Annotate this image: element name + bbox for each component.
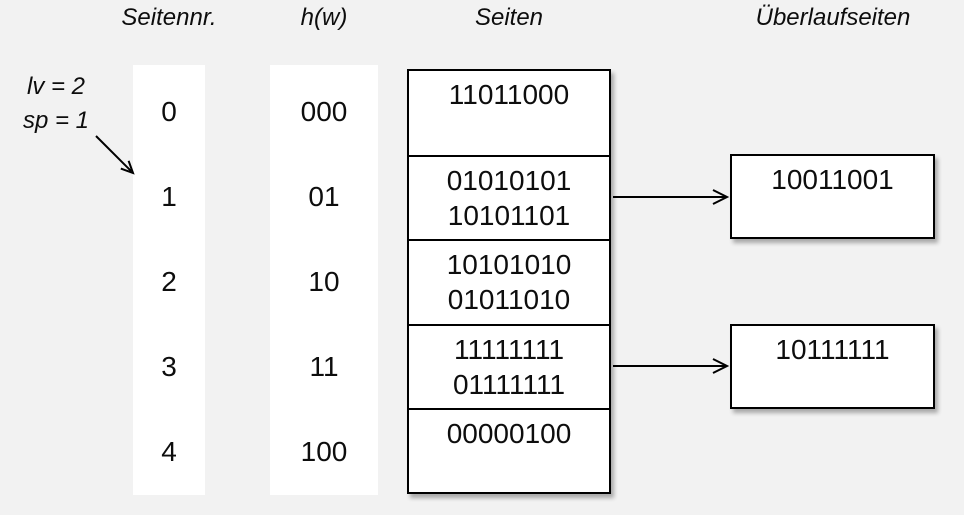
overflow-page-box: 10111111	[730, 324, 935, 409]
page-entry: 10101010	[446, 249, 572, 281]
seitennr-value: 4	[161, 435, 177, 467]
overflow-arrow-row1	[613, 189, 730, 205]
header-hw: h(w)	[300, 4, 348, 31]
page-entry: 01111111	[452, 368, 566, 400]
hw-value: 01	[308, 180, 340, 212]
overflow-page-box: 10011001	[730, 154, 935, 239]
pages-box: 11011000 01010101 10101101 10101010 0101…	[407, 69, 611, 494]
seitennr-column-background	[133, 65, 205, 495]
page-cell: 11011000	[409, 71, 609, 155]
annotation-sp: sp = 1	[22, 107, 90, 134]
page-cell: 11111111 01111111	[409, 323, 609, 408]
overflow-arrow-row3	[613, 358, 730, 374]
page-cell: 00000100	[409, 407, 609, 492]
page-cell: 10101010 01011010	[409, 239, 609, 323]
seitennr-value: 0	[161, 95, 177, 127]
overflow-entry: 10011001	[771, 164, 894, 195]
header-seitennr: Seitennr.	[121, 4, 217, 31]
page-entry: 10101101	[447, 200, 571, 232]
overflow-entry: 10111111	[775, 334, 890, 365]
page-entry: 01010101	[446, 165, 572, 197]
seitennr-value: 2	[161, 265, 177, 297]
level-split-annotation: lv = 2 sp = 1	[10, 70, 102, 138]
hw-value: 000	[300, 95, 348, 127]
seitennr-value: 1	[161, 180, 177, 212]
hw-value: 10	[308, 265, 340, 297]
header-seiten: Seiten	[474, 4, 544, 31]
annotation-lv: lv = 2	[26, 73, 86, 100]
split-pointer-arrow	[95, 135, 135, 175]
page-entry: 11111111	[453, 333, 565, 365]
hw-value: 11	[309, 350, 339, 382]
header-ueberlaufseiten: Überlaufseiten	[755, 4, 911, 31]
hw-column-background	[270, 65, 378, 495]
page-entry: 00000100	[446, 417, 572, 449]
seitennr-value: 3	[161, 350, 177, 382]
page-entry: 11011000	[448, 79, 570, 110]
page-cell: 01010101 10101101	[409, 155, 609, 239]
page-entry: 01011010	[447, 284, 571, 316]
hw-value: 100	[300, 435, 348, 467]
